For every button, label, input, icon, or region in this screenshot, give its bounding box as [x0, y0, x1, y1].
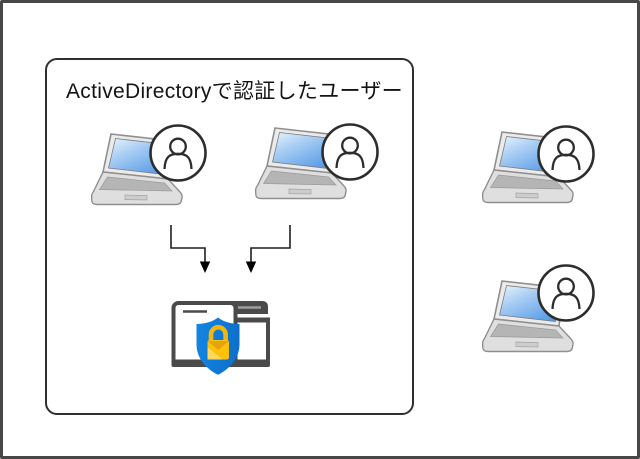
- protected-browser-shield-lock-icon: [171, 301, 270, 375]
- user-icon: [537, 125, 595, 183]
- arrow-ad-user-1-to-browser: [170, 225, 211, 273]
- arrowhead-icon: [245, 261, 257, 273]
- user-icon: [321, 123, 379, 181]
- laptop-user-ad-2: [254, 123, 379, 200]
- group-box-title: ActiveDirectoryで認証したユーザー: [66, 80, 403, 103]
- diagram-icon-layer: [90, 123, 595, 375]
- laptop-user-external-2: [481, 264, 595, 353]
- arrowhead-icon: [199, 261, 211, 273]
- user-icon: [149, 124, 207, 182]
- laptop-user-ad-1: [90, 124, 207, 206]
- user-icon: [537, 264, 595, 322]
- lock-icon: [207, 324, 229, 360]
- arrow-ad-user-2-to-browser: [245, 225, 291, 273]
- laptop-user-external-1: [481, 125, 595, 204]
- ad-authenticated-users-box: ActiveDirectoryで認証したユーザー: [45, 58, 414, 415]
